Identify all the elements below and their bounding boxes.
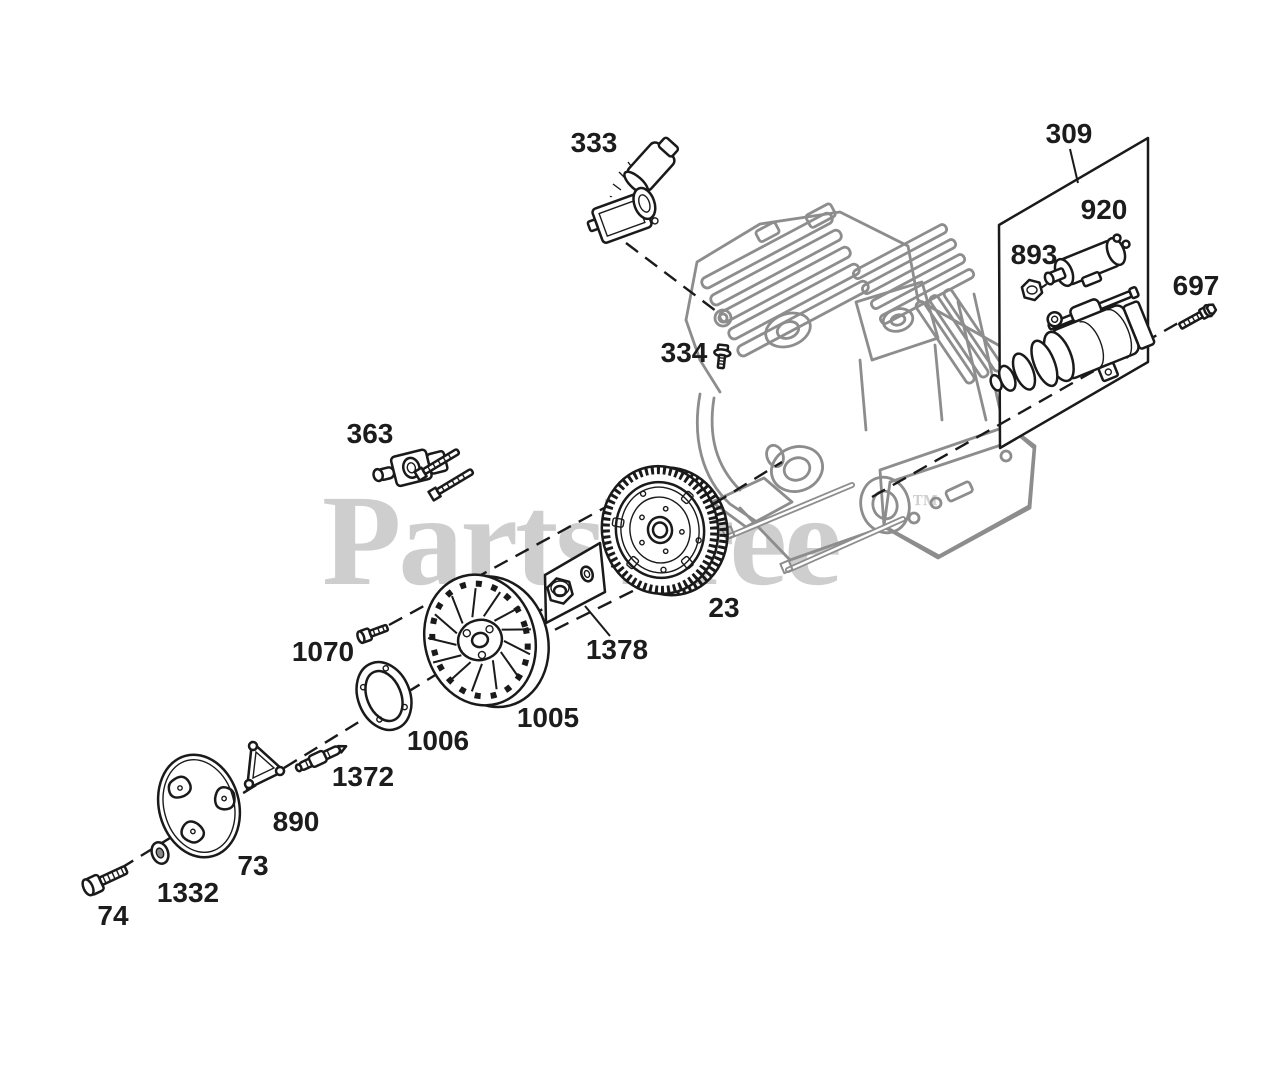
fan-1005	[422, 573, 550, 709]
washer-1332	[150, 841, 170, 865]
part-label-1332: 1332	[157, 877, 219, 908]
bracket-bolt	[413, 448, 461, 482]
part-label-74: 74	[97, 900, 129, 931]
part-label-333: 333	[571, 127, 618, 158]
starter-solenoid-920	[1043, 233, 1131, 288]
hex-nut-893	[1020, 278, 1044, 302]
part-label-309: 309	[1046, 118, 1093, 149]
nut-washer-box-1378	[543, 541, 607, 625]
engine-screw-334	[713, 343, 732, 370]
part-label-920: 920	[1081, 194, 1128, 225]
clamp-bracket-363	[372, 448, 475, 502]
flywheel-washer	[579, 565, 595, 583]
part-label-890: 890	[273, 806, 320, 837]
triangle-bracket-890	[243, 740, 286, 791]
part-label-697: 697	[1173, 270, 1220, 301]
part-label-1070: 1070	[292, 636, 354, 667]
part-label-1372: 1372	[332, 761, 394, 792]
part-label-893: 893	[1011, 239, 1058, 270]
part-label-363: 363	[347, 418, 394, 449]
flywheel-nut	[546, 577, 574, 605]
starter-bolt-697	[1178, 303, 1218, 330]
bracket-bolt	[427, 468, 475, 502]
part-label-1006: 1006	[407, 725, 469, 756]
part-label-23: 23	[708, 592, 739, 623]
flywheel-23	[600, 464, 729, 597]
part-label-73: 73	[237, 850, 268, 881]
fan-blades	[427, 588, 531, 692]
screen-slot	[167, 775, 192, 799]
fan-ring-1006	[355, 660, 413, 732]
fan-bolt-1070	[356, 623, 390, 645]
box-309-leader-line	[1069, 148, 1079, 184]
coil-leader-dashed-line	[625, 242, 721, 315]
ignition-coil-333	[586, 136, 680, 244]
part-label-1005: 1005	[517, 702, 579, 733]
starter-motor	[989, 286, 1156, 392]
engine-studs	[721, 482, 906, 575]
box-1378-leader-line	[584, 605, 611, 637]
part-label-1378: 1378	[586, 634, 648, 665]
engine-assembly-illustration	[684, 202, 1037, 575]
screen-cover-73	[156, 753, 242, 859]
stud-1372	[294, 744, 348, 773]
part-label-334: 334	[661, 337, 708, 368]
fan-bolt-axis-dashed-line	[388, 493, 629, 627]
screen-bolt-74	[81, 865, 129, 897]
